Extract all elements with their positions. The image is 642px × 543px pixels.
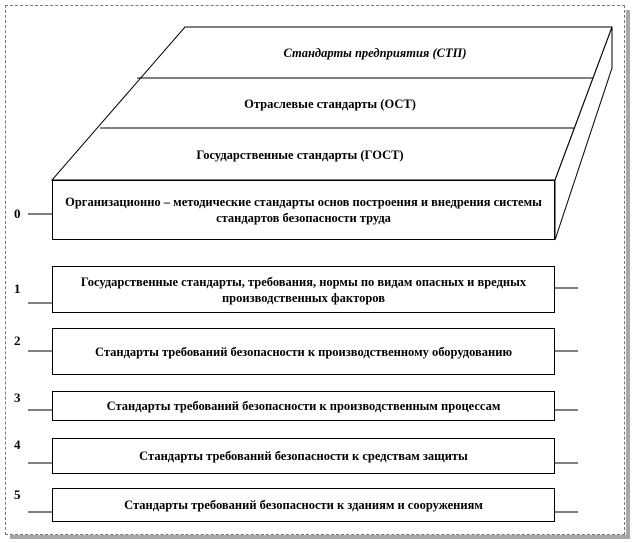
group-number-0: 0 [14,206,21,221]
frame-shadow-bottom [10,535,630,539]
group-box-1: Государственные стандарты, требования, н… [52,266,555,313]
group-box-2: Стандарты требований безопасности к прои… [52,328,555,375]
group-number-2: 2 [14,333,21,348]
side-face [554,26,613,241]
group-number-1: 1 [14,281,21,296]
group-number-3: 3 [14,390,21,405]
group-number-5: 5 [14,487,21,502]
group-box-5: Стандарты требований безопасности к здан… [52,488,555,522]
group-box-3: Стандарты требований безопасности к прои… [52,391,555,421]
group-box-4: Стандарты требований безопасности к сред… [52,438,555,474]
diagram-frame [5,5,625,535]
frame-shadow-right [626,10,630,538]
group-box-0: Организационно – методические стандарты … [52,180,555,240]
layer-label-middle: Отраслевые стандарты (ОСТ) [244,97,416,111]
group-number-4: 4 [14,437,21,452]
layer-label-bottom: Государственные стандарты (ГОСТ) [196,148,404,162]
layer-label-top: Стандарты предприятия (СТП) [283,46,467,60]
